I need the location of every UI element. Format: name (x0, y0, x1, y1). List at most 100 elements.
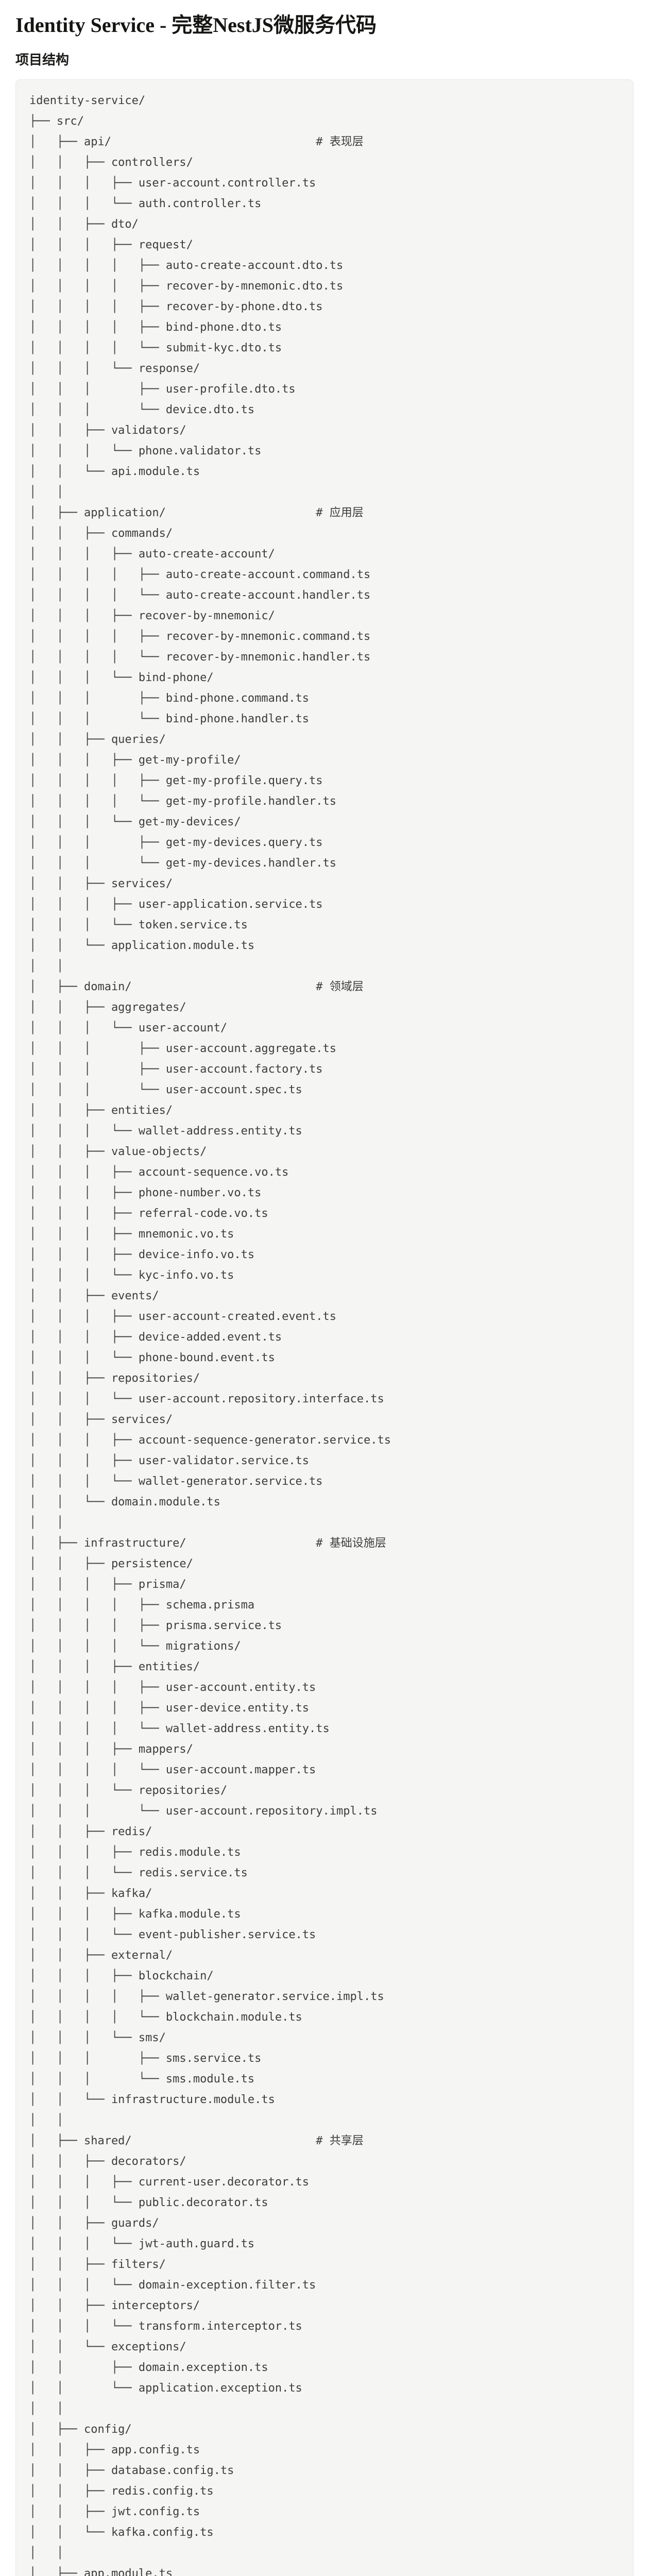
tree-line: │ │ │ └── user-account.spec.ts (29, 1083, 302, 1096)
tree-line: │ │ │ ├── user-account.controller.ts (29, 177, 316, 190)
tree-line: │ │ (29, 2402, 64, 2415)
tree-line: │ │ │ ├── user-account-created.event.ts (29, 1310, 337, 1323)
tree-line: │ │ ├── domain.exception.ts (29, 2361, 268, 2374)
tree-line: │ ├── config/ (29, 2423, 132, 2436)
tree-line: │ │ ├── decorators/ (29, 2155, 186, 2168)
tree-line: │ │ ├── services/ (29, 1413, 173, 1426)
tree-line: │ │ │ └── user-account/ (29, 1022, 228, 1035)
page-title: Identity Service - 完整NestJS微服务代码 (15, 13, 377, 37)
tree-line: │ │ └── domain.module.ts (29, 1496, 220, 1509)
tree-line: │ │ │ │ └── recover-by-mnemonic.handler.… (29, 651, 371, 664)
tree-line: │ │ │ ├── account-sequence-generator.ser… (29, 1434, 391, 1447)
tree-line: │ │ │ ├── account-sequence.vo.ts (29, 1166, 289, 1179)
tree-line: │ │ └── exceptions/ (29, 2341, 186, 2353)
tree-line: │ │ │ │ ├── schema.prisma (29, 1599, 255, 1612)
tree-line: │ │ │ └── wallet-address.entity.ts (29, 1125, 302, 1138)
tree-line: ├── src/ (29, 115, 84, 128)
tree-line: │ │ │ ├── user-account.factory.ts (29, 1063, 323, 1076)
tree-line: │ │ ├── value-objects/ (29, 1145, 207, 1158)
tree-line: │ │ │ └── get-my-devices/ (29, 816, 241, 828)
section-heading-project-structure: 项目结构 (15, 52, 70, 67)
tree-line: │ │ ├── aggregates/ (29, 1001, 186, 1014)
tree-line: │ ├── shared/ # 共享层 (29, 2134, 364, 2147)
tree-line: │ │ │ ├── get-my-devices.query.ts (29, 836, 323, 849)
tree-line: │ │ │ └── jwt-auth.guard.ts (29, 2238, 255, 2250)
tree-line: │ │ ├── jwt.config.ts (29, 2505, 200, 2518)
tree-line: │ │ │ └── phone-bound.event.ts (29, 1351, 275, 1364)
tree-line: │ │ └── application.exception.ts (29, 2382, 302, 2395)
tree-line: │ │ ├── entities/ (29, 1104, 173, 1117)
tree-line: │ │ └── application.module.ts (29, 939, 255, 952)
tree-line: │ │ ├── queries/ (29, 733, 166, 746)
tree-line: │ │ │ └── repositories/ (29, 1784, 228, 1797)
tree-line: │ │ │ ├── bind-phone.command.ts (29, 692, 310, 705)
tree-line: │ │ │ ├── user-application.service.ts (29, 898, 323, 911)
tree-line: │ │ │ │ └── get-my-profile.handler.ts (29, 795, 337, 808)
tree-line: │ │ ├── redis/ (29, 1825, 152, 1838)
tree-line: │ │ ├── events/ (29, 1290, 159, 1302)
tree-line: │ │ │ └── kyc-info.vo.ts (29, 1269, 234, 1282)
tree-line: │ │ │ │ ├── user-device.entity.ts (29, 1702, 310, 1715)
tree-line: │ │ │ ├── phone-number.vo.ts (29, 1187, 262, 1199)
tree-line: │ │ (29, 2114, 64, 2127)
tree-line: │ │ │ └── device.dto.ts (29, 403, 255, 416)
tree-line: │ │ │ └── phone.validator.ts (29, 445, 262, 457)
tree-line: │ │ │ ├── redis.module.ts (29, 1846, 241, 1859)
tree-line: │ │ └── api.module.ts (29, 465, 200, 478)
tree-line: │ │ │ │ └── submit-kyc.dto.ts (29, 342, 282, 354)
tree-line: │ │ │ │ ├── auto-create-account.command.… (29, 568, 371, 581)
tree-line: │ │ ├── guards/ (29, 2217, 159, 2230)
tree-line: │ │ │ ├── blockchain/ (29, 1970, 214, 1982)
tree-line: │ ├── api/ # 表现层 (29, 135, 364, 148)
tree-line: identity-service/ (29, 94, 146, 107)
tree-line: │ │ │ └── sms.module.ts (29, 2073, 255, 2086)
tree-line: │ │ (29, 1516, 64, 1529)
tree-line: │ │ │ ├── prisma/ (29, 1578, 186, 1591)
tree-line: │ │ │ └── transform.interceptor.ts (29, 2320, 302, 2333)
tree-line: │ │ ├── controllers/ (29, 156, 193, 169)
tree-line: │ │ ├── interceptors/ (29, 2299, 200, 2312)
tree-line: │ │ │ └── bind-phone/ (29, 671, 214, 684)
tree-line: │ │ │ │ ├── auto-create-account.dto.ts (29, 259, 344, 272)
tree-line: │ │ │ └── user-account.repository.interf… (29, 1393, 384, 1405)
tree-line: │ │ │ ├── mappers/ (29, 1743, 193, 1756)
tree-line: │ ├── domain/ # 领域层 (29, 980, 364, 993)
tree-line: │ │ ├── redis.config.ts (29, 2485, 214, 2498)
tree-line: │ │ │ ├── request/ (29, 239, 193, 251)
tree-line: │ │ (29, 2547, 64, 2560)
tree-line: │ │ ├── database.config.ts (29, 2464, 234, 2477)
tree-line: │ │ │ ├── auto-create-account/ (29, 548, 275, 561)
tree-line: │ │ ├── dto/ (29, 218, 139, 231)
tree-line: │ │ │ ├── recover-by-mnemonic/ (29, 609, 275, 622)
tree-line: │ │ │ │ └── wallet-address.entity.ts (29, 1722, 330, 1735)
tree-line: │ │ │ └── domain-exception.filter.ts (29, 2279, 316, 2292)
tree-line: │ │ │ └── bind-phone.handler.ts (29, 713, 310, 725)
code-block: identity-service/ ├── src/ │ ├── api/ # 表现… (15, 79, 634, 2576)
tree-line: │ ├── application/ # 应用层 (29, 506, 364, 519)
tree-line: │ │ │ │ ├── recover-by-mnemonic.command.… (29, 630, 371, 643)
tree-line: │ │ │ │ ├── user-account.entity.ts (29, 1681, 316, 1694)
tree-line: │ │ │ └── wallet-generator.service.ts (29, 1475, 323, 1488)
tree-line: │ ├── app.module.ts (29, 2567, 173, 2576)
tree-line: │ │ │ │ ├── recover-by-mnemonic.dto.ts (29, 280, 344, 293)
tree-line: │ │ │ │ └── auto-create-account.handler.… (29, 589, 371, 602)
tree-line: │ │ │ │ └── blockchain.module.ts (29, 2011, 302, 2024)
tree-line: │ │ (29, 486, 64, 499)
tree-line: │ │ │ └── get-my-devices.handler.ts (29, 857, 337, 870)
tree-line: │ ├── infrastructure/ # 基础设施层 (29, 1537, 386, 1550)
tree-line: │ │ │ ├── user-account.aggregate.ts (29, 1042, 337, 1055)
tree-line: │ │ ├── validators/ (29, 424, 186, 437)
tree-line: │ │ ├── repositories/ (29, 1372, 200, 1385)
tree-line: │ │ │ │ └── user-account.mapper.ts (29, 1764, 316, 1776)
tree-line: │ │ │ ├── entities/ (29, 1660, 200, 1673)
tree-line: │ │ │ │ ├── recover-by-phone.dto.ts (29, 300, 323, 313)
tree-line: │ │ │ ├── sms.service.ts (29, 2052, 262, 2065)
tree-line: │ │ │ │ ├── bind-phone.dto.ts (29, 321, 282, 334)
tree-line: │ │ │ ├── device-info.vo.ts (29, 1248, 255, 1261)
tree-line: │ │ │ ├── mnemonic.vo.ts (29, 1228, 234, 1241)
tree-line: │ │ ├── kafka/ (29, 1887, 152, 1900)
tree-line: │ │ │ └── redis.service.ts (29, 1867, 248, 1879)
tree-line: │ │ └── kafka.config.ts (29, 2526, 214, 2539)
tree-line: │ │ │ └── token.service.ts (29, 919, 248, 931)
